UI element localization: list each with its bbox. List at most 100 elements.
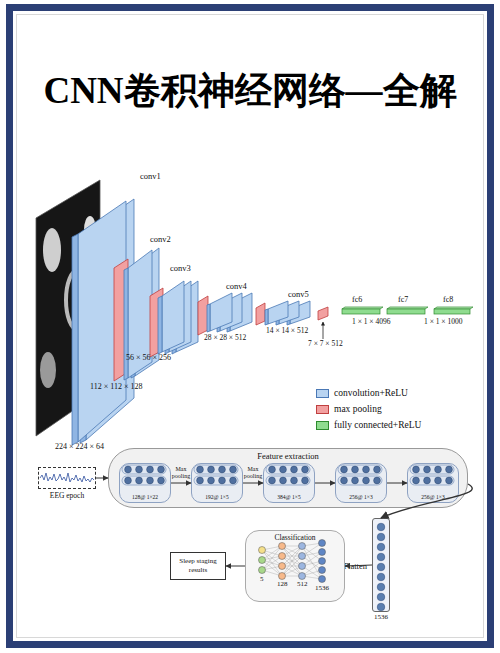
conv-block xyxy=(268,301,288,324)
conv-block xyxy=(72,234,78,445)
pool-block xyxy=(114,259,128,381)
conv-block xyxy=(276,309,279,325)
fc-block xyxy=(342,307,473,314)
fc-block xyxy=(387,309,425,314)
pool-block xyxy=(256,303,265,325)
flow-arrow xyxy=(96,478,108,479)
legend-text: fully connected+ReLU xyxy=(334,421,421,431)
dimension-label: 224 × 224 × 64 xyxy=(55,443,104,451)
conv-block xyxy=(207,304,210,332)
dimension-label: 1 × 1 × 1000 xyxy=(424,318,462,326)
flow-arrow xyxy=(243,483,263,484)
layer-size: 1536 xyxy=(359,613,403,621)
mlp-neurons xyxy=(259,547,266,554)
layer-name: conv4 xyxy=(226,282,247,291)
conv-layer-box: 256@ 1×3 xyxy=(407,463,459,503)
mlp-neurons xyxy=(319,549,326,556)
input-image xyxy=(36,180,100,436)
pool-block xyxy=(198,296,208,335)
layer-name: conv1 xyxy=(140,172,161,181)
conv-block xyxy=(172,296,176,354)
conv-block xyxy=(80,232,86,443)
conv-block xyxy=(265,309,268,325)
mlp-neurons xyxy=(279,543,286,550)
stage-band: Feature extraction 128@ 1×22 192@ 1×5 384@ … xyxy=(108,448,468,508)
mlp-links xyxy=(282,556,302,557)
layer-size: 256@ 1×3 xyxy=(408,494,458,501)
mlp-links xyxy=(302,546,322,579)
mlp-links xyxy=(302,543,322,556)
fc-block xyxy=(434,309,470,314)
conv-block xyxy=(287,309,290,325)
flatten-neurons xyxy=(377,533,385,541)
mlp-links xyxy=(282,546,302,566)
conv-block xyxy=(265,301,310,325)
neuron-group xyxy=(122,465,166,485)
dimension-label: 112 × 112 × 128 xyxy=(90,383,142,391)
mlp-links xyxy=(262,550,282,576)
fc-block xyxy=(434,307,473,309)
conv-block xyxy=(230,293,252,331)
conv-block xyxy=(227,304,230,332)
mlp-links xyxy=(262,543,322,579)
flow-arrow xyxy=(345,565,372,566)
mlp-links xyxy=(302,576,322,579)
mlp-neurons xyxy=(299,573,306,580)
pool-block xyxy=(150,288,163,357)
mlp-links xyxy=(262,566,282,570)
conv-layer-box: 128@ 1×22 xyxy=(119,463,171,503)
mlp-links xyxy=(282,546,302,547)
mlp-links xyxy=(282,566,302,576)
conv-block xyxy=(78,201,126,442)
conv-layer-box: 192@ 1×5 xyxy=(191,463,243,503)
layer-name: fc6 xyxy=(352,296,362,304)
pool-block xyxy=(318,307,328,320)
input-image xyxy=(40,352,56,388)
flatten-neurons xyxy=(377,543,385,551)
conv-block xyxy=(124,268,128,380)
mlp-links xyxy=(282,556,302,566)
layer-size: 384@ 1×5 xyxy=(264,494,314,501)
pool-block xyxy=(198,296,208,335)
layer-name: conv2 xyxy=(150,235,171,244)
layer-size: 256@ 1×3 xyxy=(336,494,386,501)
layer-size: 192@ 1×5 xyxy=(192,494,242,501)
mlp-links xyxy=(262,560,282,576)
pool-block xyxy=(318,307,328,320)
mlp-neurons xyxy=(259,567,266,574)
mlp-links xyxy=(262,550,282,556)
flow-arrow xyxy=(171,483,191,484)
mlp-links xyxy=(282,556,302,576)
mlp-links xyxy=(262,560,282,566)
conv-block xyxy=(124,248,159,380)
legend-swatch xyxy=(316,389,329,398)
classifier-box: Classification xyxy=(245,530,345,602)
legend-swatch xyxy=(316,405,329,414)
conv-block xyxy=(158,296,162,354)
flow-arrow xyxy=(381,484,472,518)
conv-block xyxy=(169,281,191,352)
mlp-links xyxy=(282,576,302,577)
leader-arrow xyxy=(323,322,324,339)
mlp-neurons xyxy=(299,543,306,550)
conv-block xyxy=(131,266,135,378)
mlp-links xyxy=(302,546,322,561)
conv-layer-box: 256@ 1×3 xyxy=(335,463,387,503)
mlp-links xyxy=(302,561,322,576)
mlp-neurons xyxy=(279,553,286,560)
mlp-links xyxy=(302,561,322,566)
leader-arrow xyxy=(323,322,324,339)
mlp-links xyxy=(302,552,322,566)
fc-block xyxy=(342,307,383,309)
layer-name: conv5 xyxy=(288,290,309,299)
conv-block xyxy=(162,281,184,352)
neuron-group xyxy=(338,465,382,485)
flatten-neurons xyxy=(377,553,385,561)
flatten-neurons xyxy=(377,523,385,611)
band-title: Feature extraction xyxy=(109,451,467,461)
box-title: Classification xyxy=(246,533,344,542)
input-image xyxy=(84,216,96,244)
mlp-neurons xyxy=(279,573,286,580)
conv-block xyxy=(217,304,220,332)
